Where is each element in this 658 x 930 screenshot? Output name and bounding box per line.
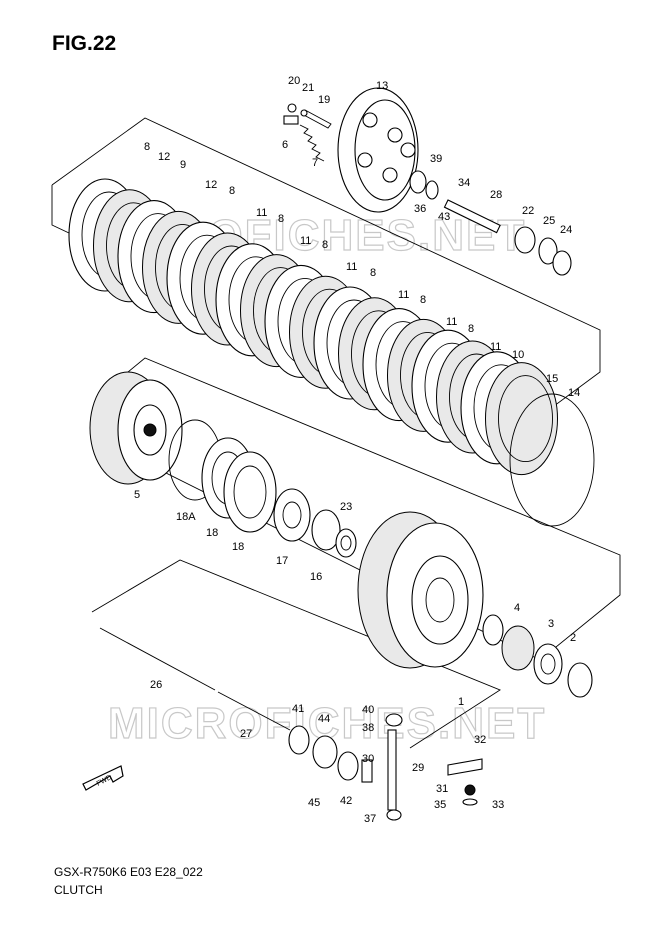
- clutch-plate-inner: [498, 375, 553, 463]
- release-mechanism: [288, 713, 483, 821]
- callout-33: 33: [492, 799, 504, 811]
- cushion-ring: [509, 393, 595, 527]
- pressure-plate: [337, 87, 419, 213]
- shaft-frame: [91, 559, 501, 749]
- callout-6: 6: [282, 139, 288, 151]
- clutch-plate-stack: [68, 178, 595, 527]
- callout-9: 9: [180, 159, 186, 171]
- callout-12: 12: [205, 179, 217, 191]
- callout-11: 11: [300, 235, 311, 247]
- callout-41: 41: [292, 703, 304, 715]
- callout-11: 11: [490, 341, 501, 353]
- callout-29: 29: [412, 762, 424, 774]
- callout-8: 8: [468, 323, 474, 335]
- bearing-spacer-washer: [501, 625, 593, 698]
- callout-18a: 18A: [176, 511, 196, 523]
- callout-25: 25: [543, 215, 555, 227]
- plate-group-frame: [51, 117, 601, 441]
- callout-16: 16: [310, 571, 322, 583]
- callout-11: 11: [346, 261, 357, 273]
- callout-22: 22: [522, 205, 534, 217]
- callout-43: 43: [438, 211, 450, 223]
- callout-35: 35: [434, 799, 446, 811]
- callout-20: 20: [288, 75, 300, 87]
- callout-8: 8: [229, 185, 235, 197]
- callout-8: 8: [370, 267, 376, 279]
- callout-3: 3: [548, 618, 554, 630]
- callout-45: 45: [308, 797, 320, 809]
- callout-11: 11: [398, 289, 409, 301]
- callout-8: 8: [144, 141, 150, 153]
- figure-title: FIG.22: [52, 32, 117, 55]
- spring-rings: [168, 419, 357, 558]
- callout-23: 23: [340, 501, 352, 513]
- callout-2: 2: [570, 632, 576, 644]
- callout-17: 17: [276, 555, 288, 567]
- callout-39: 39: [430, 153, 442, 165]
- callout-15: 15: [546, 373, 558, 385]
- figure-name: CLUTCH: [54, 883, 103, 897]
- callout-8: 8: [420, 294, 426, 306]
- callout-28: 28: [490, 189, 502, 201]
- clutch-hub: [89, 371, 183, 485]
- fwd-arrow-icon: FWD: [82, 765, 124, 791]
- callout-5: 5: [134, 489, 140, 501]
- clutch-basket: [357, 511, 504, 669]
- callout-8: 8: [278, 213, 284, 225]
- callout-10: 10: [512, 349, 524, 361]
- callout-7: 7: [312, 157, 318, 169]
- callout-8: 8: [322, 239, 328, 251]
- callout-11: 11: [256, 207, 267, 219]
- spring-and-bolt: [283, 103, 332, 162]
- callout-38: 38: [362, 722, 374, 734]
- callout-21: 21: [302, 82, 314, 94]
- callout-36: 36: [414, 203, 426, 215]
- callout-34: 34: [458, 177, 470, 189]
- callout-40: 40: [362, 704, 374, 716]
- release-rod: [409, 170, 572, 276]
- callout-42: 42: [340, 795, 352, 807]
- callout-12: 12: [158, 151, 170, 163]
- push-rod: [99, 627, 291, 731]
- callout-30: 30: [362, 753, 374, 765]
- callout-14: 14: [568, 387, 580, 399]
- callout-19: 19: [318, 94, 330, 106]
- callout-13: 13: [376, 80, 388, 92]
- figure-code: GSX-R750K6 E03 E28_022: [54, 865, 203, 879]
- callout-11: 11: [446, 316, 457, 328]
- callout-1: 1: [458, 696, 464, 708]
- callout-26: 26: [150, 679, 162, 691]
- callout-18: 18: [232, 541, 244, 553]
- callout-27: 27: [240, 728, 252, 740]
- callout-37: 37: [364, 813, 376, 825]
- callout-31: 31: [436, 783, 448, 795]
- callout-24: 24: [560, 224, 572, 236]
- clutch-plate: [485, 362, 558, 476]
- callout-18: 18: [206, 527, 218, 539]
- callout-32: 32: [474, 734, 486, 746]
- callout-4: 4: [514, 602, 520, 614]
- callout-44: 44: [318, 713, 330, 725]
